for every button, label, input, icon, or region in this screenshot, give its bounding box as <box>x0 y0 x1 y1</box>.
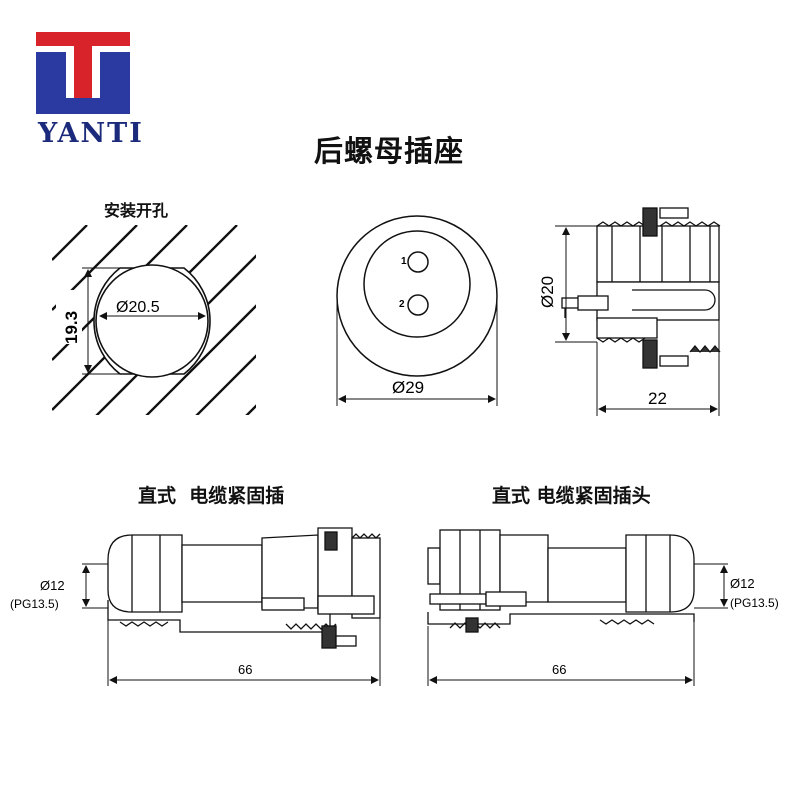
plug-right-pg-label: (PG13.5) <box>730 596 779 610</box>
brand-logo <box>36 32 130 114</box>
panel-cutout-caption: 安装开孔 <box>104 201 169 220</box>
plug-left-drawing <box>82 527 381 686</box>
side-length-label: 22 <box>648 389 667 408</box>
plug-left-caption: 直式 电缆紧固插 <box>138 485 285 507</box>
pin-1-label: 1 <box>401 256 407 267</box>
plug-right-drawing <box>427 529 728 686</box>
page-title: 后螺母插座 <box>314 134 465 168</box>
pin-2-label: 2 <box>399 299 405 310</box>
cutout-width-label: Ø20.5 <box>116 299 160 316</box>
plug-left-length-label: 66 <box>238 662 252 677</box>
side-view-drawing <box>555 207 721 416</box>
brand-name: YANTI <box>38 118 144 149</box>
plug-right-caption: 直式 电缆紧固插头 <box>492 485 651 507</box>
plug-left-cable-label: Ø12 <box>40 578 65 593</box>
plug-right-length-label: 66 <box>552 662 566 677</box>
plug-left-pg-label: (PG13.5) <box>10 597 59 611</box>
cutout-height-label: 19.3 <box>62 311 81 344</box>
front-diameter-label: Ø29 <box>392 378 424 397</box>
logo-mark-icon <box>36 32 130 114</box>
panel-cutout-drawing: 19.3 Ø20.5 <box>52 225 256 415</box>
plug-right-cable-label: Ø12 <box>730 576 755 591</box>
front-view-drawing: 1 2 Ø29 <box>336 215 498 406</box>
side-diameter-label: Ø20 <box>538 276 557 308</box>
